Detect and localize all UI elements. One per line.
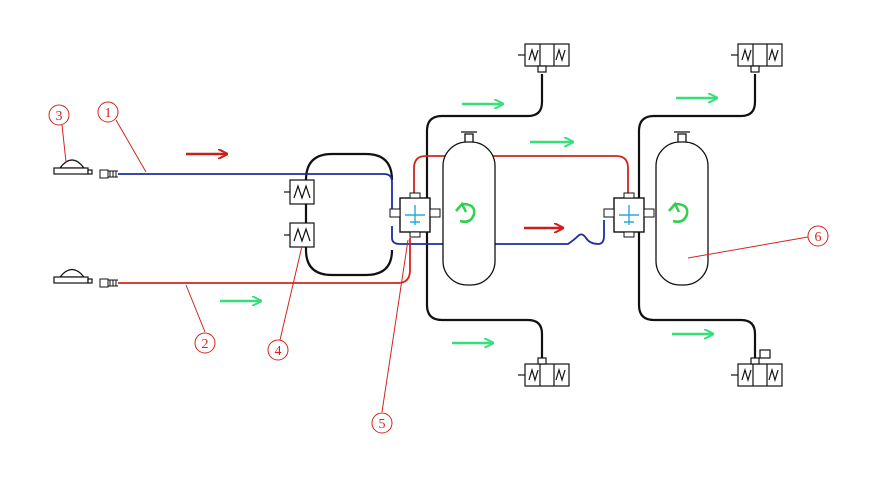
svg-text:2: 2 xyxy=(202,337,209,352)
spring-brake-chamber-icon xyxy=(518,357,570,387)
spring-brake-chamber-icon xyxy=(518,43,570,73)
spring-brake-chamber-icon xyxy=(284,179,315,205)
air-reservoir-icon xyxy=(655,131,709,286)
spring-brake-chamber-icon xyxy=(731,43,783,73)
svg-text:6: 6 xyxy=(815,230,822,245)
spring-brake-chamber-icon xyxy=(731,349,783,387)
rotation-arrow-icon xyxy=(668,201,689,223)
coupling-head-icon xyxy=(53,268,93,284)
svg-text:4: 4 xyxy=(275,344,282,359)
relay-valve-icon xyxy=(389,192,441,238)
flow-arrows xyxy=(186,98,716,343)
air-reservoir-icon xyxy=(442,131,496,286)
svg-text:5: 5 xyxy=(379,417,386,432)
coupling-head-icon xyxy=(53,159,93,175)
rotation-arrow-icon xyxy=(455,201,476,223)
hose-connector-icon xyxy=(99,278,118,288)
hose-connector-icon xyxy=(99,169,118,179)
callout-2: 2 xyxy=(194,332,216,354)
svg-text:3: 3 xyxy=(56,109,63,124)
control-line xyxy=(118,173,605,245)
callout-4: 4 xyxy=(267,339,289,361)
callout-leaders xyxy=(61,119,809,413)
callout-5: 5 xyxy=(371,412,393,434)
spring-brake-chamber-icon xyxy=(284,222,315,248)
front-loop-hose xyxy=(304,152,394,277)
callout-6: 6 xyxy=(807,225,829,247)
svg-text:1: 1 xyxy=(105,106,112,121)
callout-3: 3 xyxy=(48,104,70,126)
callout-1: 1 xyxy=(97,101,119,123)
relay-valve-icon xyxy=(603,192,655,238)
supply-line xyxy=(118,155,629,284)
